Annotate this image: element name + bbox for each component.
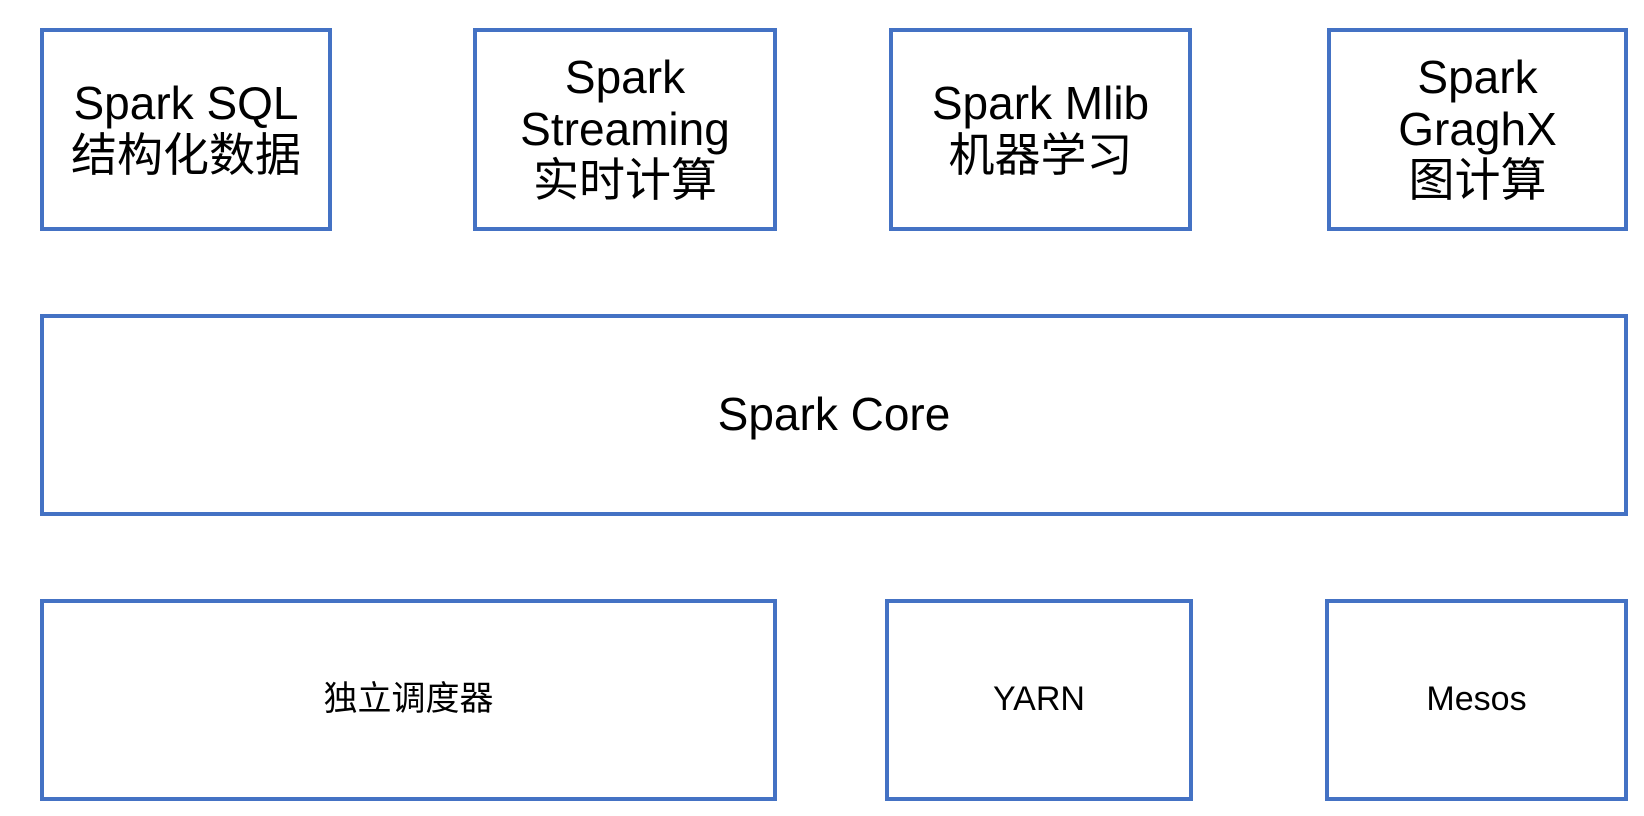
- box-spark-graghx: Spark GraghX 图计算: [1327, 28, 1628, 231]
- box-yarn: YARN: [885, 599, 1193, 801]
- box-spark-core: Spark Core: [40, 314, 1628, 516]
- box-spark-sql: Spark SQL 结构化数据: [40, 28, 332, 231]
- box-mesos: Mesos: [1325, 599, 1628, 801]
- box-spark-streaming: Spark Streaming 实时计算: [473, 28, 777, 231]
- box-spark-mlib: Spark Mlib 机器学习: [889, 28, 1192, 231]
- box-standalone-scheduler: 独立调度器: [40, 599, 777, 801]
